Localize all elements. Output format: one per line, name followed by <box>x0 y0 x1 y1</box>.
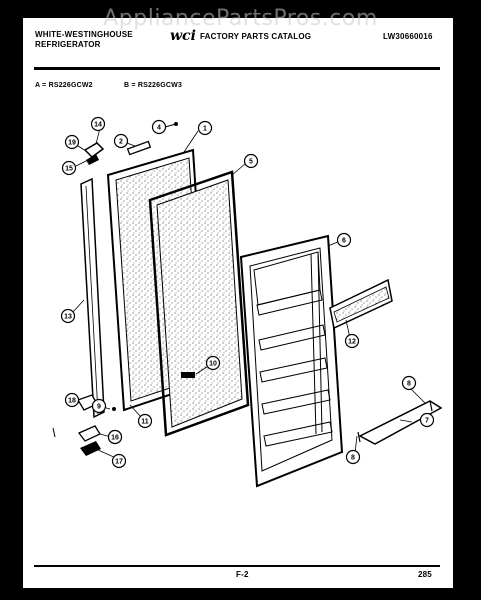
callout-1: 1 <box>197 120 213 136</box>
svg-text:16: 16 <box>111 435 119 442</box>
svg-text:11: 11 <box>141 419 149 426</box>
callout-8: 8 <box>401 375 417 391</box>
top-hinge-parts <box>83 122 178 165</box>
page-number: F-2 <box>236 570 249 579</box>
svg-text:18: 18 <box>68 398 76 405</box>
callout-13: 13 <box>60 308 76 324</box>
bottom-hinge-parts <box>52 394 116 456</box>
callout-12: 12 <box>344 333 360 349</box>
callout-2: 2 <box>113 133 129 149</box>
callout-9: 9 <box>91 398 107 414</box>
header-rule <box>34 67 440 70</box>
doc-number: LW30660016 <box>383 32 433 41</box>
hinge-strip <box>80 177 105 419</box>
brand-name: WHITE-WESTINGHOUSE <box>35 30 133 39</box>
model-a: A = RS226GCW2 <box>35 82 93 89</box>
svg-text:9: 9 <box>97 404 101 411</box>
callout-15: 15 <box>61 160 77 176</box>
callout-7: 7 <box>419 412 435 428</box>
callout-8: 8 <box>345 449 361 465</box>
model-b: B = RS226GCW3 <box>124 82 183 89</box>
svg-text:8: 8 <box>351 455 355 462</box>
callout-17: 17 <box>111 453 127 469</box>
svg-text:5: 5 <box>249 159 253 166</box>
svg-text:14: 14 <box>94 122 102 129</box>
callout-4: 4 <box>151 119 167 135</box>
shelf-bin <box>329 278 393 330</box>
callout-19: 19 <box>64 134 80 150</box>
svg-text:19: 19 <box>68 140 76 147</box>
inner-door-liner <box>239 234 344 488</box>
svg-text:6: 6 <box>342 238 346 245</box>
callout-10: 10 <box>205 355 221 371</box>
page-code: 285 <box>418 570 432 579</box>
footer-rule <box>34 565 440 567</box>
svg-text:7: 7 <box>425 418 429 425</box>
svg-text:8: 8 <box>407 381 411 388</box>
callouts: 1245678891010111213141516171819 <box>60 116 435 469</box>
wci-logo: wci <box>170 28 196 44</box>
callout-18: 18 <box>64 392 80 408</box>
callout-14: 14 <box>90 116 106 132</box>
callout-16: 16 <box>107 429 123 445</box>
svg-text:17: 17 <box>115 459 123 466</box>
svg-text:10: 10 <box>209 361 217 368</box>
svg-text:4: 4 <box>157 125 161 132</box>
svg-text:1: 1 <box>203 126 207 133</box>
catalog-title: FACTORY PARTS CATALOG <box>200 32 312 41</box>
door-stop <box>181 372 195 378</box>
callout-6: 6 <box>336 232 352 248</box>
svg-text:15: 15 <box>65 166 73 173</box>
svg-text:12: 12 <box>348 339 356 346</box>
watermark: AppliancePartsPros.com <box>103 6 378 31</box>
callout-5: 5 <box>243 153 259 169</box>
bottom-bin <box>357 400 443 445</box>
door-gasket <box>148 170 250 437</box>
svg-text:2: 2 <box>119 139 123 146</box>
appliance-type: REFRIGERATOR <box>35 40 101 49</box>
callout-11: 11 <box>137 413 153 429</box>
svg-text:13: 13 <box>64 314 72 321</box>
